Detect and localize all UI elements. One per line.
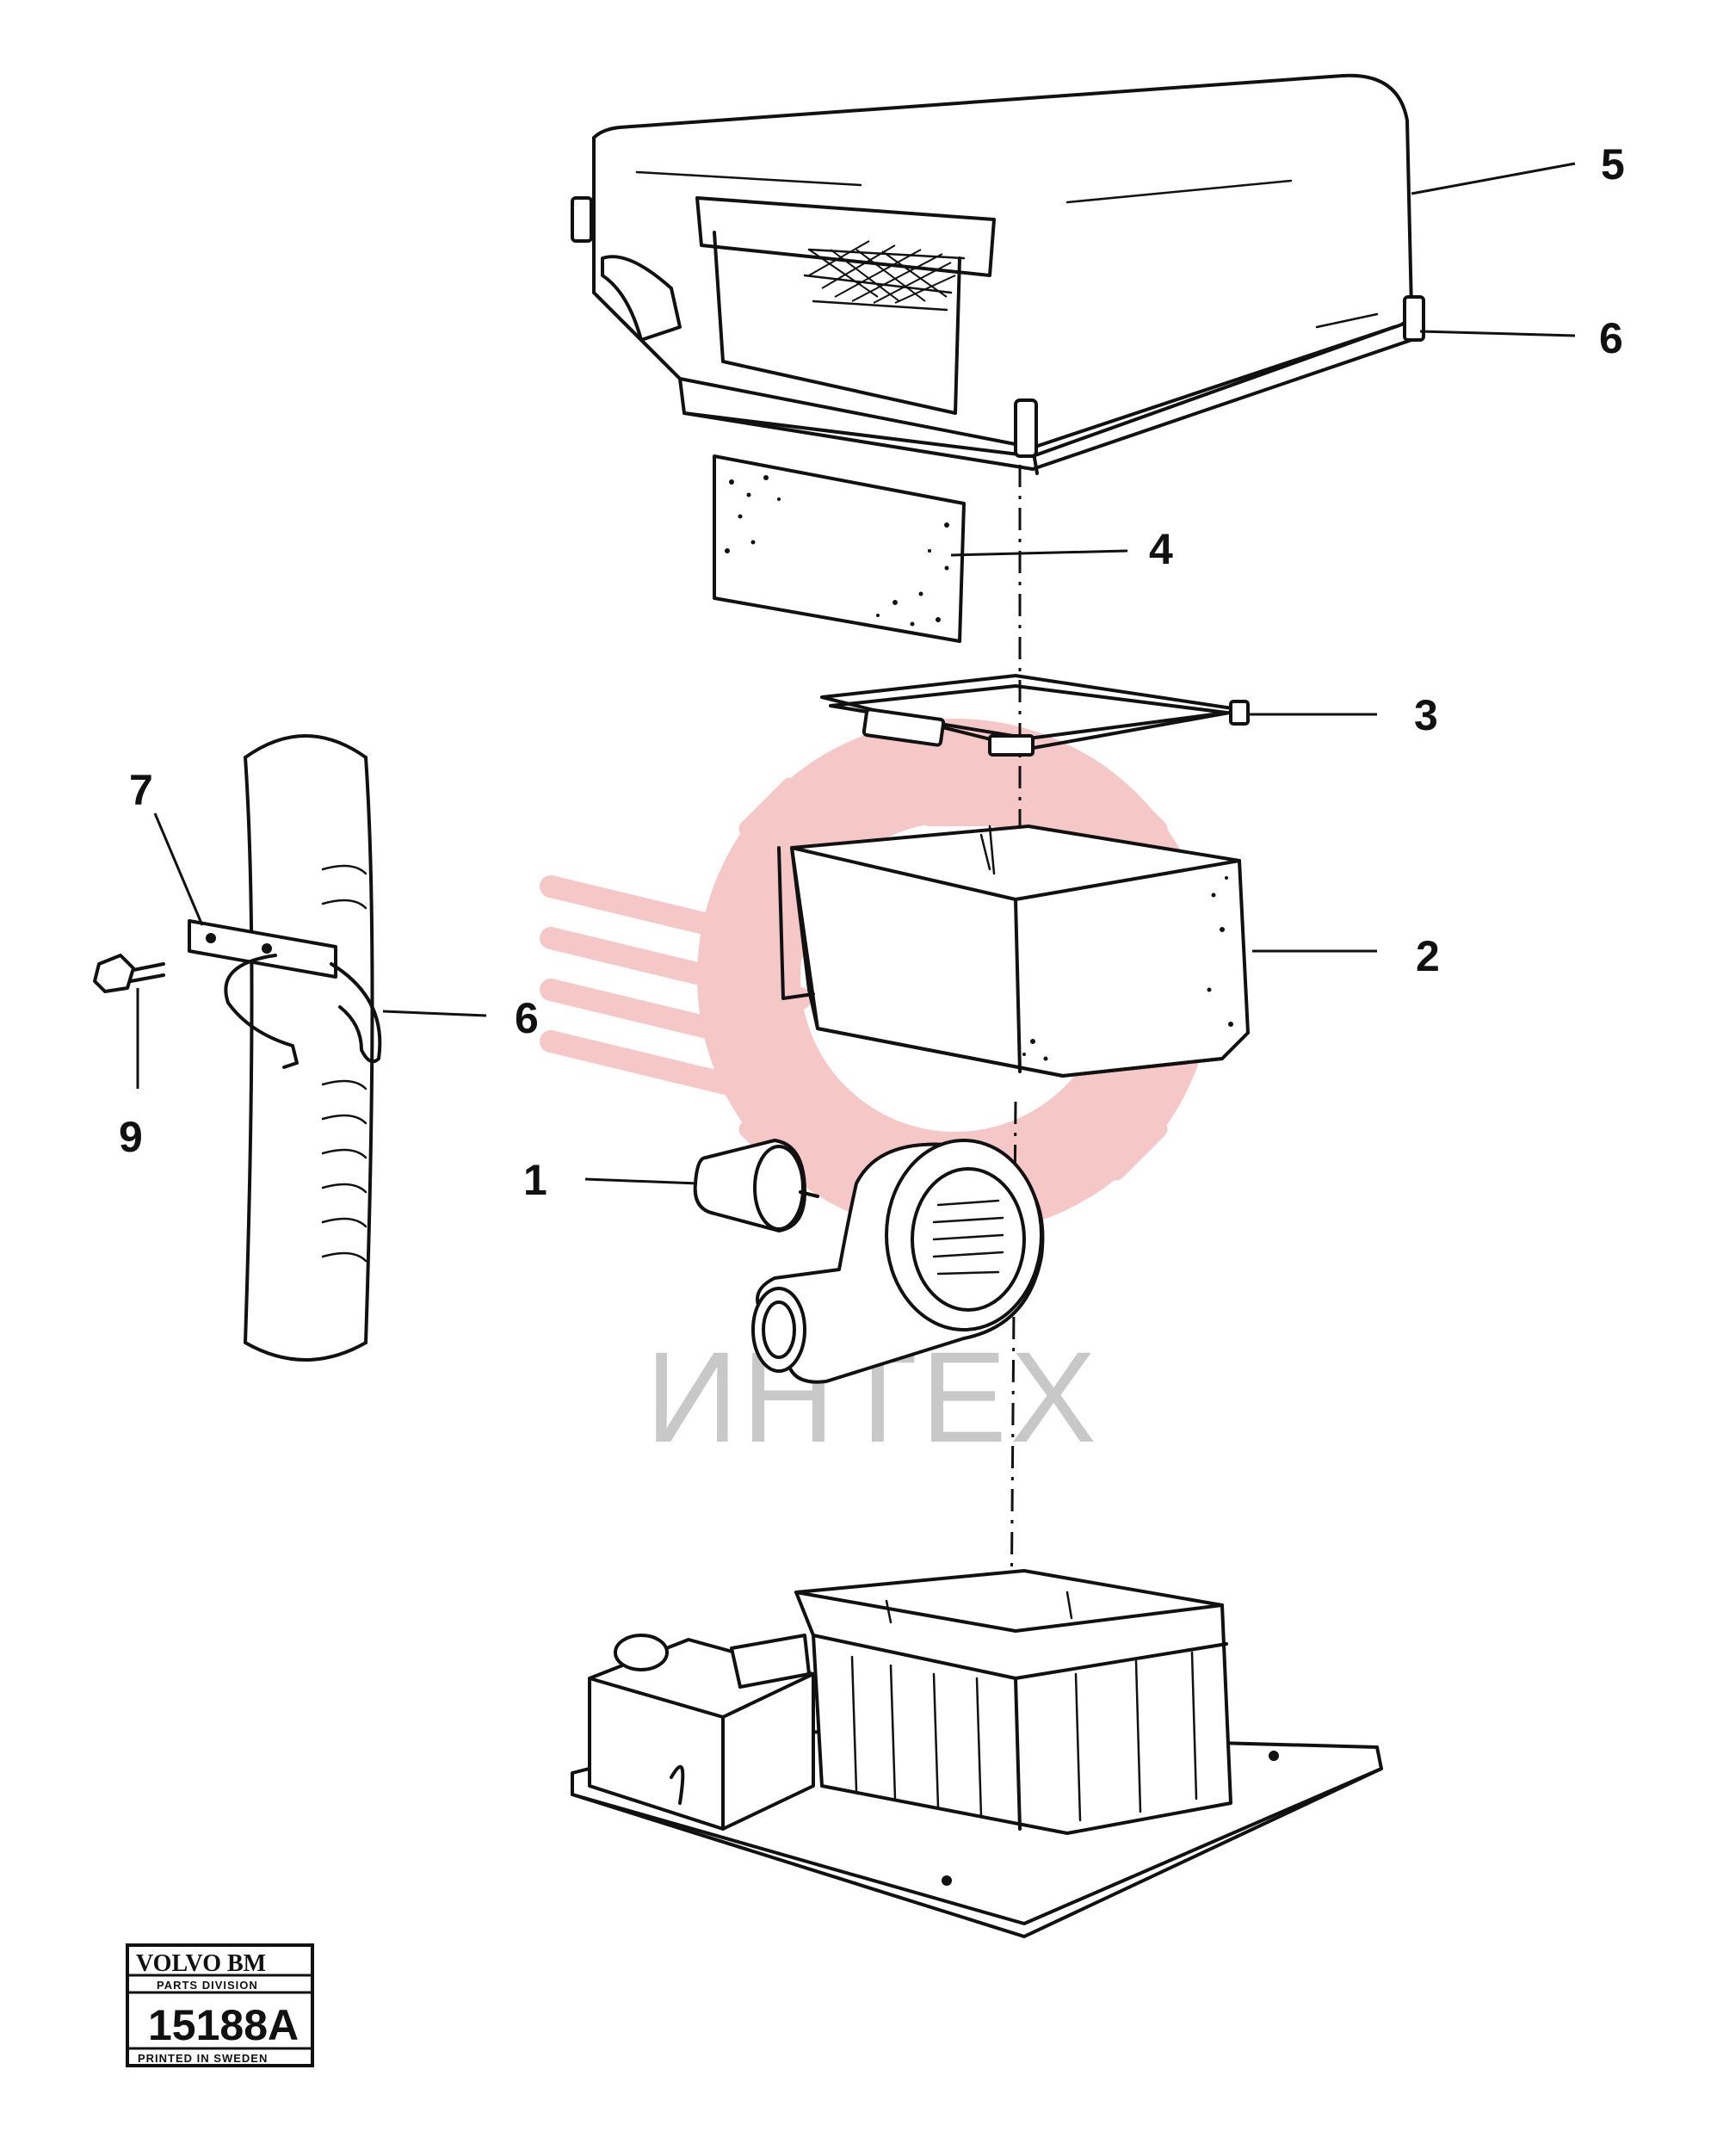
callout-9: 9 [119,1113,143,1161]
filter-pad-part [713,454,966,643]
filter-housing-part [777,825,1250,1078]
callout-2: 2 [1416,932,1440,980]
callout-3: 3 [1414,691,1438,739]
bolt-part [93,954,165,993]
base-unit-part [571,1569,1383,1938]
filter-frame-part [820,674,1250,757]
clamp-part [224,954,382,1069]
pipe-part [244,734,374,1362]
callout-6-pipe-clamp: 6 [515,994,539,1042]
top-cover-part [571,73,1425,475]
callout-7: 7 [129,766,153,814]
callout-5: 5 [1601,140,1625,188]
callout-6-cover-clip: 6 [1599,314,1623,362]
volvo-parts-stamp: VOLVO BM PARTS DIVISION 15188A PRINTED I… [126,1943,314,2067]
blower-fan-part [751,1139,1045,1384]
stamp-division: PARTS DIVISION [157,1979,258,1992]
stamp-code: 15188A [148,2001,299,2049]
leader-lines [136,162,1576,1185]
stamp-brand: VOLVO BM [136,1950,266,1977]
capacitor-part [693,1139,819,1232]
callout-1: 1 [523,1156,547,1204]
bracket-part [188,919,337,979]
callout-4: 4 [1149,525,1173,573]
stamp-footer: PRINTED IN SWEDEN [138,2052,268,2065]
